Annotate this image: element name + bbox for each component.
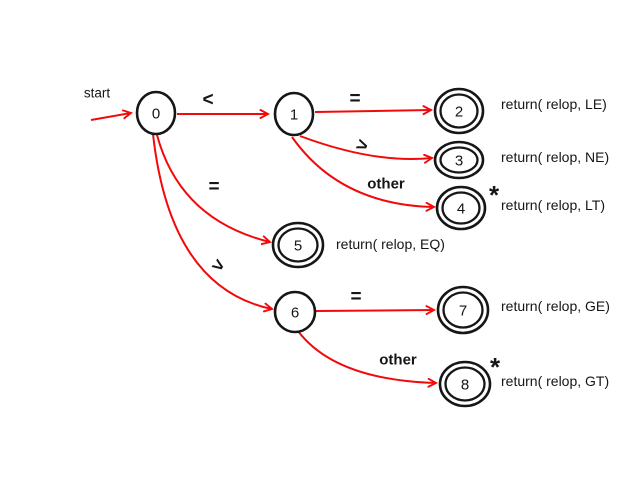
edge-1-3 — [299, 135, 435, 164]
state-6-label: 6 — [291, 305, 299, 322]
return-annotation-2: return( relop, LT) — [501, 197, 605, 213]
state-8-inner-circle — [444, 366, 486, 402]
edge-label-6-7: = — [350, 287, 361, 308]
state-0-label: 0 — [152, 106, 160, 123]
edge-label-0-6: > — [207, 254, 228, 278]
edge-1-4 — [291, 136, 437, 212]
state-4-label: 4 — [457, 201, 465, 218]
return-annotation-0: return( relop, LE) — [501, 96, 607, 112]
state-2-label: 2 — [455, 104, 463, 121]
edge-label-6-8: other — [379, 352, 417, 369]
state-5-outer-circle — [271, 221, 325, 269]
state-2-inner-circle — [439, 93, 479, 129]
edge-6-7 — [315, 305, 437, 316]
edge-1-2 — [314, 105, 434, 116]
state-5-label: 5 — [294, 238, 302, 255]
edge-6-8 — [297, 330, 439, 388]
state-7-label: 7 — [459, 303, 467, 320]
state-6-circle — [273, 290, 317, 334]
state-8-outer-circle — [438, 360, 492, 408]
retract-star-icon-0: * — [489, 180, 500, 210]
edge-0-5 — [156, 134, 272, 246]
state-1-circle — [273, 91, 315, 137]
state-0-circle — [135, 90, 177, 136]
state-4-inner-circle — [441, 191, 481, 225]
state-3-inner-circle — [439, 146, 479, 174]
return-annotation-5: return( relop, GT) — [501, 373, 609, 389]
retract-star-icon-1: * — [490, 352, 501, 382]
state-2-outer-circle — [433, 87, 485, 135]
return-annotation-4: return( relop, GE) — [501, 298, 610, 314]
start-label: start — [84, 86, 111, 101]
edge-label-0-1: < — [202, 90, 213, 111]
return-annotation-3: return( relop, EQ) — [336, 236, 445, 252]
edge-label-0-5: = — [208, 177, 219, 198]
edge-label-1-2: = — [349, 89, 360, 110]
state-5-inner-circle — [277, 227, 319, 263]
state-7-inner-circle — [442, 291, 484, 329]
state-1-label: 1 — [290, 107, 298, 124]
edge-0-6 — [152, 133, 274, 313]
return-annotation-1: return( relop, NE) — [501, 149, 609, 165]
state-3-label: 3 — [455, 153, 463, 170]
state-8-label: 8 — [461, 377, 469, 394]
state-7-outer-circle — [436, 285, 490, 335]
edge-label-1-4: other — [367, 176, 405, 193]
start-arrow — [90, 109, 133, 121]
